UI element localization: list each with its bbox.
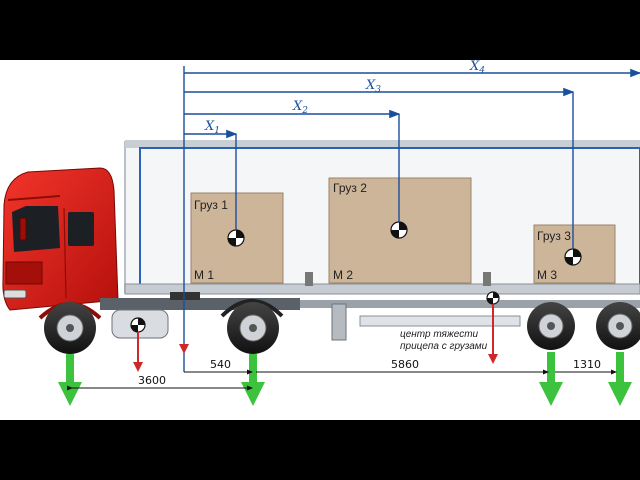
cargo-3-name: Груз 3 [537,229,571,243]
post [483,272,491,286]
wheel-trailer-2 [596,302,640,350]
windshield [12,206,60,252]
cargo-2: Груз 2 M 2 [328,177,472,284]
dim-1310: 1310 [573,358,601,371]
dim-540: 540 [210,358,231,371]
tractor-cog-marker [130,317,146,333]
dim-3600: 3600 [138,374,166,387]
trailer-cog-note: центр тяжести прицепа с грузами [400,329,488,352]
trailer-chassis [300,300,640,308]
fifth-wheel [170,292,200,300]
x-dimensions: X4 X3 X2 X1 [183,59,640,372]
trailer-floor [124,283,640,295]
headlight [3,289,27,299]
kingpin-arrow [179,344,189,354]
wheel-front [44,302,96,354]
side-window [68,212,94,246]
bottom-dimensions: 3600 540 5860 1310 [67,358,617,391]
trailer-subframe [359,315,521,327]
note-line-2: прицепа с грузами [400,341,488,352]
red-load-arrows [133,304,498,372]
post [305,272,313,286]
x3-label: X3 [365,78,381,95]
wheel-trailer-1 [527,302,575,350]
cog-marker [390,221,408,239]
trailer-top-rail [125,140,640,148]
x4-label: X4 [469,59,485,76]
cargo-3: Груз 3 M 3 [533,224,616,284]
cargo-1-name: Груз 1 [194,198,228,212]
trailer-cog-marker [486,291,500,305]
wheel-drive [227,302,279,354]
cargo-1: Груз 1 M 1 [190,192,284,284]
note-line-1: центр тяжести [400,329,479,340]
x1-label: X1 [204,119,220,136]
grille [5,261,43,285]
axle-arrow-trailer-1 [539,352,563,406]
tractor-weight-arrow [133,332,143,372]
cog-marker [564,248,582,266]
axle-arrow-trailer-2 [608,352,632,406]
rear-fender [220,299,284,318]
cargo-2-name: Груз 2 [333,181,367,195]
landing-gear [331,303,347,341]
cog-marker [227,229,245,247]
cab-door [63,207,67,299]
trailer-weight-arrow [488,304,498,364]
x2-label: X2 [292,99,308,116]
cargo-1-mass: M 1 [194,268,214,282]
cargo-2-mass: M 2 [333,268,353,282]
mirror [19,217,27,241]
cargo-3-mass: M 3 [537,268,557,282]
dim-5860: 5860 [391,358,419,371]
sun-visor [7,195,61,201]
